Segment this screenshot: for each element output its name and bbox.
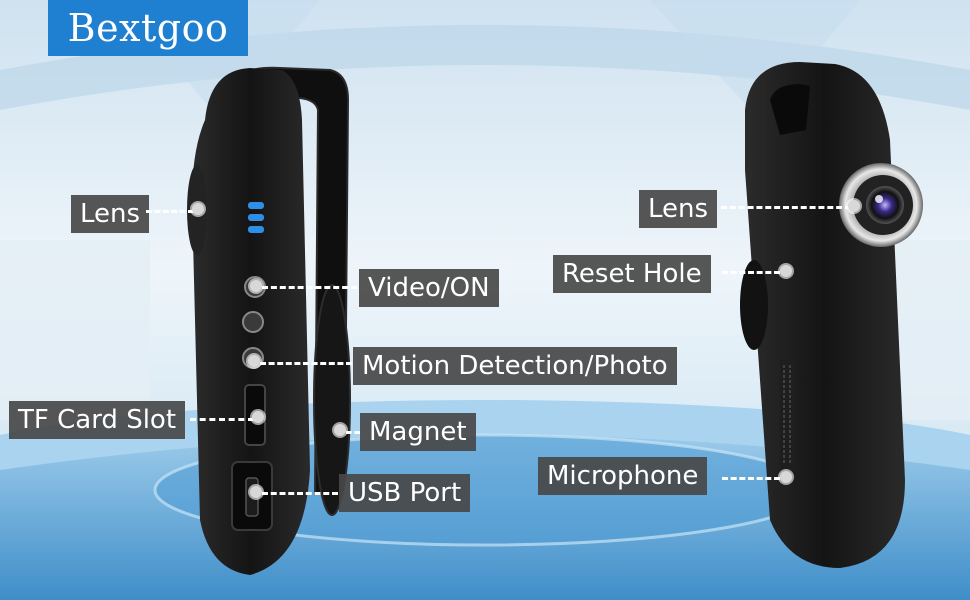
tf-card-slot-label: TF Card Slot (9, 401, 186, 439)
lens-leader-left (146, 210, 194, 213)
motion-photo-label: Motion Detection/Photo (353, 347, 677, 385)
usb-port-leader (262, 492, 338, 495)
lens-label-right: Lens (639, 190, 718, 228)
tf-card-slot-leader (190, 418, 254, 421)
lens-leader-right (721, 206, 851, 209)
microphone-dot (780, 471, 792, 483)
magnet-leader (346, 431, 360, 434)
motion-photo-leader (260, 362, 352, 365)
usb-port-dot (250, 486, 262, 498)
reset-hole-leader (722, 271, 780, 274)
video-on-label: Video/ON (359, 269, 499, 307)
camera-front-view (740, 62, 923, 568)
motion-photo-dot (248, 355, 260, 367)
video-on-dot (250, 280, 262, 292)
brand-name: Bextgoo (67, 6, 229, 50)
video-on-leader (262, 286, 357, 289)
magnet-dot (334, 424, 346, 436)
tf-card-slot-dot (252, 411, 264, 423)
usb-port-label: USB Port (339, 474, 471, 512)
reset-hole-label: Reset Hole (553, 255, 711, 293)
lens-label-left: Lens (71, 195, 150, 233)
microphone-label: Microphone (538, 457, 708, 495)
lens-dot-right (848, 200, 860, 212)
brand-logo: Bextgoo (48, 0, 248, 56)
reset-hole-dot (780, 265, 792, 277)
magnet-label: Magnet (360, 413, 476, 451)
microphone-leader (722, 477, 780, 480)
lens-dot-left (192, 203, 204, 215)
camera-side-view (187, 66, 351, 575)
